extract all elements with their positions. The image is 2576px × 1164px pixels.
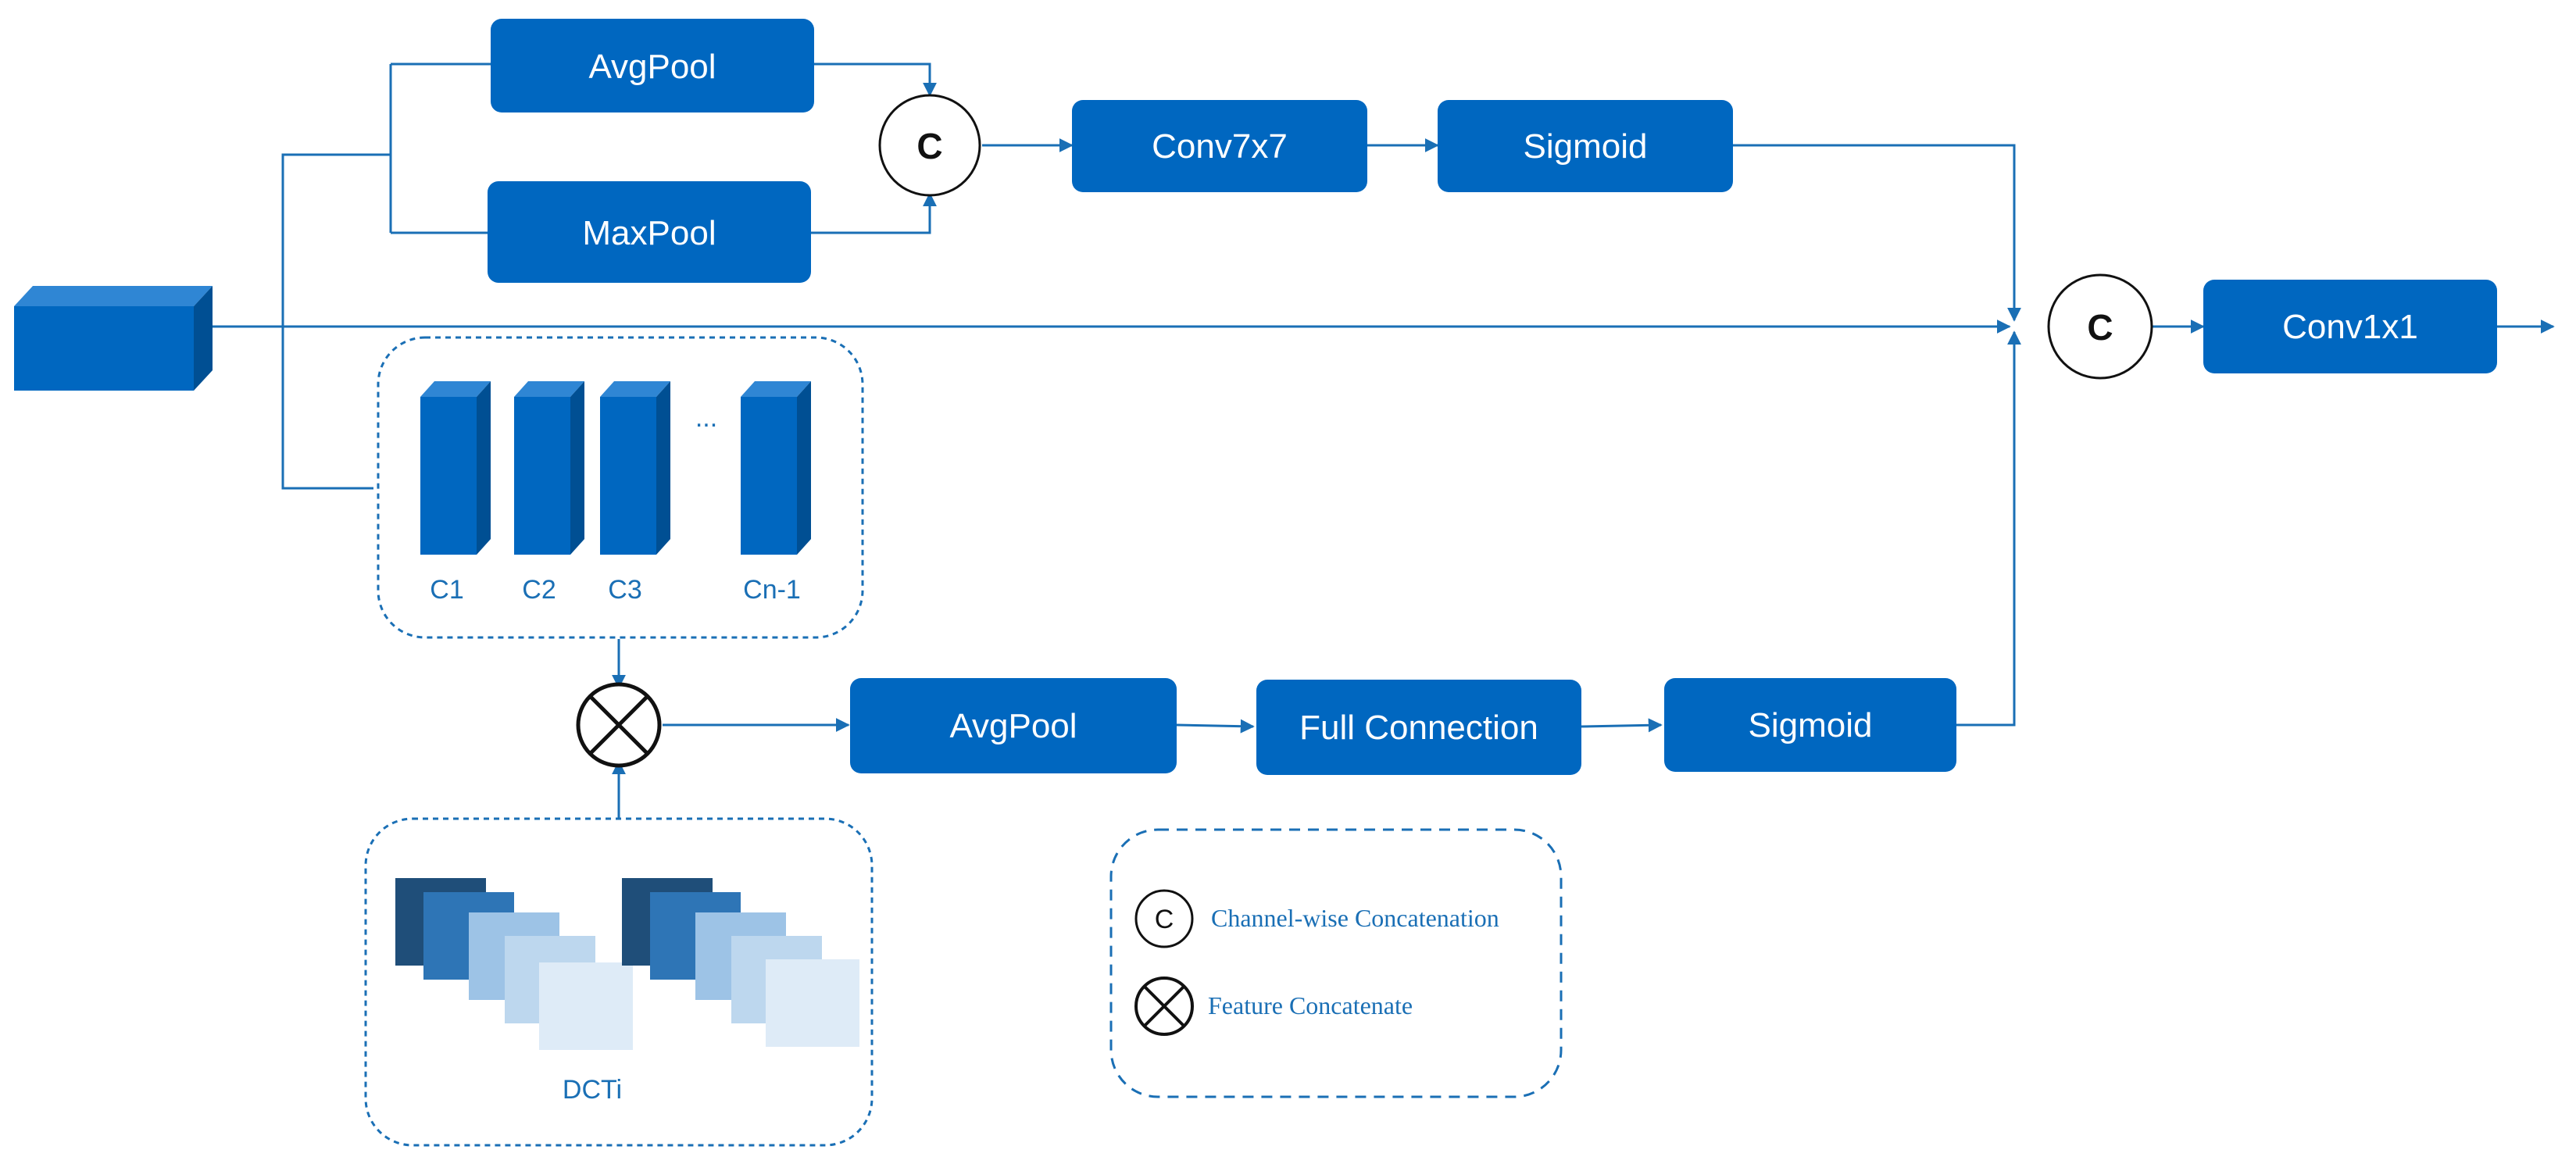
channel-slab-c3 [600, 381, 670, 555]
fc-to-sigmoid-line [1581, 718, 1663, 733]
avgpool-bottom-box: AvgPool [850, 678, 1177, 773]
avgpool-top-label: AvgPool [588, 48, 716, 86]
legend: C Channel-wise Concatenation Feature Con… [1109, 828, 1563, 1098]
legend-dashed-frame [1109, 828, 1563, 1098]
sigmoid-top-label: Sigmoid [1524, 127, 1648, 166]
branch-down-line [281, 327, 373, 490]
avgpool-to-fc-line [1176, 719, 1255, 734]
channel-label-c1: C1 [430, 575, 463, 605]
legend-concat-symbol: C [1134, 889, 1194, 948]
feature-concat-op [576, 682, 662, 768]
connector-lines [213, 62, 2555, 819]
maxpool-top-box: MaxPool [488, 181, 811, 283]
sigmoid-bottom-to-concat-line [1956, 330, 2021, 727]
channel-ellipsis: ... [695, 403, 717, 433]
channels-group: ... C1 C2 C3 Cn-1 [377, 336, 864, 639]
channel-label-cn-1: Cn-1 [743, 575, 801, 605]
conv7x7-box: Conv7x7 [1072, 100, 1367, 192]
concat-top-op: C [878, 94, 981, 197]
full-connection-label: Full Connection [1299, 709, 1538, 747]
sigmoid-top-to-concat-line [1733, 144, 2021, 322]
legend-feature-symbol [1134, 977, 1194, 1036]
branch-up-line [281, 153, 391, 327]
concat-right-symbol: C [2087, 307, 2113, 348]
sigmoid-top-box: Sigmoid [1438, 100, 1733, 192]
input-feature-block [14, 286, 213, 391]
maxpool-to-concat-line [811, 192, 937, 234]
sigmoid-bottom-box: Sigmoid [1664, 678, 1956, 772]
channel-slab-c2 [514, 381, 584, 555]
conv7x7-label: Conv7x7 [1152, 127, 1288, 166]
dct-stack-left [395, 878, 633, 1050]
conv1x1-label: Conv1x1 [2282, 308, 2418, 346]
conv1x1-box: Conv1x1 [2203, 280, 2497, 373]
dct-stack-right [622, 878, 859, 1047]
legend-concat-c: C [1155, 905, 1174, 934]
concat-right-op: C [2047, 273, 2153, 380]
channel-label-c3: C3 [608, 575, 641, 605]
sigmoid-bottom-label: Sigmoid [1749, 706, 1873, 744]
channel-slab-cn-1 [741, 381, 811, 555]
legend-feature-text: Feature Concatenate [1208, 991, 1413, 1019]
channels-dashed-frame [377, 336, 864, 639]
maxpool-top-label: MaxPool [582, 214, 716, 252]
concat-top-symbol: C [916, 126, 942, 166]
channel-label-c2: C2 [522, 575, 556, 605]
avgpool-top-box: AvgPool [491, 19, 814, 112]
dct-group: DCTi [364, 817, 874, 1147]
dct-label: DCTi [563, 1075, 622, 1105]
legend-concat-text: Channel-wise Concatenation [1211, 904, 1499, 932]
avgpool-to-concat-line [814, 62, 937, 97]
dct-dashed-frame [364, 817, 874, 1147]
avgpool-bottom-label: AvgPool [949, 707, 1077, 745]
full-connection-box: Full Connection [1256, 680, 1581, 775]
channel-slab-c1 [420, 381, 491, 555]
